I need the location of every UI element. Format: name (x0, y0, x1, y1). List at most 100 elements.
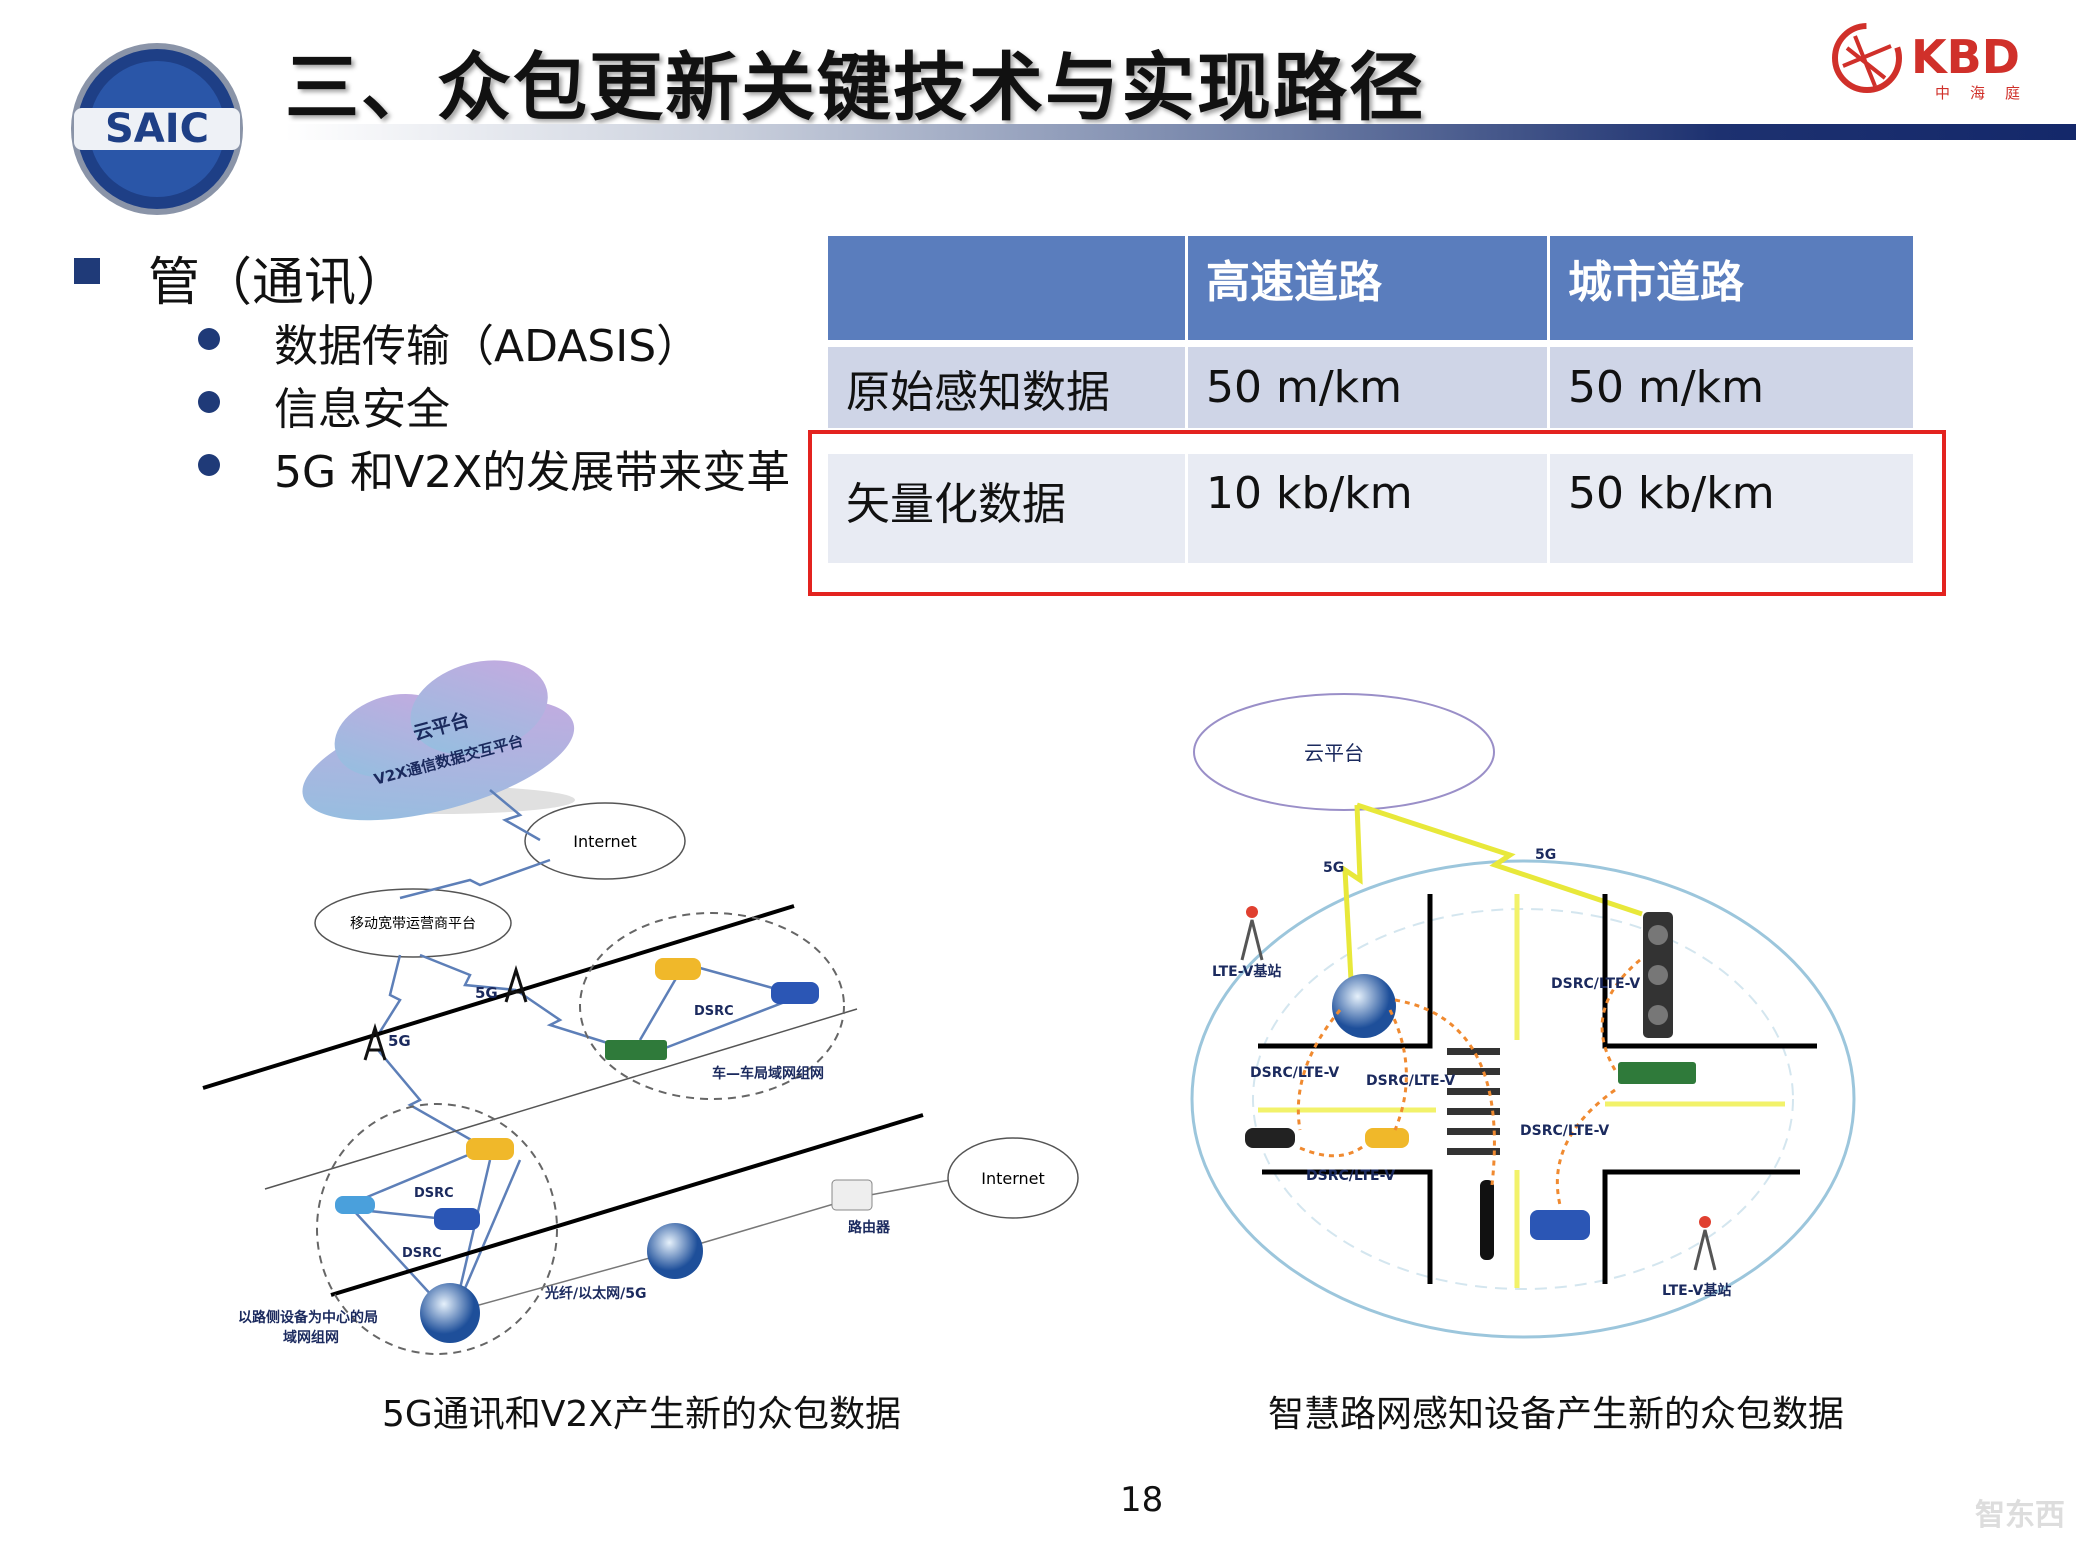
car-icon (335, 1196, 375, 1214)
crosswalk (1447, 1048, 1500, 1155)
bullet-item: 信息安全 (274, 384, 450, 435)
lte-station-label: LTE-V基站 (1662, 1282, 1731, 1299)
lane-markings (1258, 894, 1785, 1288)
road-edge (202, 904, 795, 1090)
table-cell: 50 kb/km (1550, 454, 1913, 563)
bullet-item: 5G 和V2X的发展带来变革 (274, 447, 791, 498)
operator-label: 移动宽带运营商平台 (350, 915, 476, 932)
title-underline-bar (285, 124, 2076, 140)
5g-label: 5G (475, 984, 498, 1002)
roadside-unit-icon (1332, 974, 1396, 1038)
left-diagram-caption: 5G通讯和V2X产生新的众包数据 (382, 1394, 901, 1435)
5g-label: 5G (388, 1032, 411, 1050)
table-cell: 10 kb/km (1188, 454, 1550, 563)
internet-label: Internet (573, 832, 637, 851)
cloud-platform-icon (1193, 693, 1495, 811)
car-icon (1530, 1210, 1590, 1240)
table-header-cell (828, 236, 1188, 340)
lte-tower-icon (1693, 1229, 1717, 1271)
internet-label: Internet (981, 1169, 1045, 1188)
table-cell: 矢量化数据 (828, 454, 1188, 563)
bullet-item: 数据传输（ADASIS） (274, 321, 701, 372)
lte-station-label: LTE-V基站 (1212, 963, 1281, 980)
table-row: 矢量化数据 10 kb/km 50 kb/km (828, 428, 1913, 563)
cloud-platform-icon: 云平台 V2X通信数据交互平台 (302, 660, 575, 821)
fiber-link (674, 1197, 855, 1252)
v2v-label: 车—车局域网组网 (712, 1065, 824, 1082)
rsu-group-label: 以路侧设备为中心的局 (238, 1309, 378, 1326)
square-bullet-icon (74, 258, 100, 284)
dsrc-lte-label: DSRC/LTE-V (1551, 976, 1640, 992)
rsu-group-label: 域网组网 (283, 1329, 339, 1346)
roadside-unit-icon (420, 1283, 480, 1343)
saic-logo-text: SAIC (105, 106, 209, 152)
bus-icon (605, 1040, 667, 1060)
highlight-box (808, 430, 1946, 596)
table-header-row: 高速道路 城市道路 (828, 236, 1913, 340)
cloud-platform-label: 云平台 (1304, 741, 1364, 765)
car-icon (771, 982, 819, 1004)
kbd-logo-subtext: 中海庭 (1935, 84, 2040, 102)
road-edge (330, 1113, 924, 1297)
fiber-label: 光纤/以太网/5G (544, 1285, 646, 1302)
vehicles (335, 958, 819, 1230)
car-icon (655, 958, 701, 980)
operator-cloud-icon (314, 888, 512, 958)
kbd-logo-text: KBD (1911, 30, 2020, 84)
smart-road-diagram: 云平台 5G 5G LTE-V基站 LTE-V基站 (1190, 693, 1856, 1339)
pedestrian-icon (1480, 1180, 1494, 1260)
dsrc-lte-label: DSRC/LTE-V (1250, 1065, 1339, 1081)
dsrc-label: DSRC (402, 1246, 442, 1261)
data-comparison-table: 高速道路 城市道路 原始感知数据 50 m/km 50 m/km 矢量化数据 1… (828, 236, 1913, 563)
right-diagram-caption: 智慧路网感知设备产生新的众包数据 (1268, 1394, 1845, 1435)
5g-link (1342, 804, 1363, 981)
page-number: 18 (1120, 1480, 1164, 1520)
table-header-cell: 高速道路 (1188, 236, 1550, 340)
internet-cloud-icon (524, 802, 686, 880)
roadside-unit-icon (647, 1223, 703, 1279)
coverage-ring (1190, 859, 1856, 1339)
watermark: 智东西 (1975, 1498, 2065, 1533)
dot-bullet-icon (198, 454, 220, 476)
wireless-links (354, 789, 791, 1311)
kbd-logo: KBD 中海庭 (1832, 23, 2040, 102)
car-icon (1365, 1128, 1409, 1148)
coverage-ring-inner (1252, 908, 1794, 1290)
5g-label: 5G (1323, 860, 1344, 876)
table-header-cell: 城市道路 (1550, 236, 1913, 340)
table-cell: 50 m/km (1188, 347, 1550, 428)
page-title: 三、众包更新关键技术与实现路径 (285, 45, 1425, 131)
dsrc-label: DSRC (694, 1004, 734, 1019)
dot-bullet-icon (198, 328, 220, 350)
5g-link (1356, 802, 1643, 917)
cell-tower-icon (504, 964, 528, 1003)
dot-bullet-icon (198, 391, 220, 413)
router-icon (831, 1179, 873, 1211)
bullet-main: 管（通讯） (148, 253, 409, 313)
dsrc-lte-label: DSRC/LTE-V (1520, 1123, 1609, 1139)
router-label: 路由器 (848, 1219, 891, 1236)
dsrc-lte-label: DSRC/LTE-V (1306, 1168, 1395, 1184)
car-icon (1245, 1128, 1295, 1148)
table-cell: 原始感知数据 (828, 347, 1188, 428)
saic-logo: SAIC (71, 43, 243, 215)
dsrc-links (1296, 958, 1641, 1206)
car-icon (434, 1208, 480, 1230)
dsrc-lte-label: DSRC/LTE-V (1366, 1073, 1455, 1089)
bus-icon (1618, 1062, 1696, 1084)
rsu-group-ring (316, 1103, 558, 1355)
dsrc-label: DSRC (414, 1186, 454, 1201)
v2x-network-diagram: 云平台 V2X通信数据交互平台 Internet 移动宽带运营商平台 (202, 660, 1079, 1355)
cell-tower-icon (363, 1022, 387, 1061)
table-cell: 50 m/km (1550, 347, 1913, 428)
table-row: 原始感知数据 50 m/km 50 m/km (828, 340, 1913, 428)
internet-cloud-icon (947, 1137, 1079, 1219)
road-center (264, 1008, 858, 1190)
5g-label: 5G (1535, 847, 1556, 863)
vehicles (1245, 1062, 1696, 1260)
fiber-link (449, 1250, 676, 1314)
car-icon (466, 1138, 514, 1160)
v2v-group-ring (579, 912, 845, 1100)
lte-tower-icon (1240, 919, 1264, 961)
